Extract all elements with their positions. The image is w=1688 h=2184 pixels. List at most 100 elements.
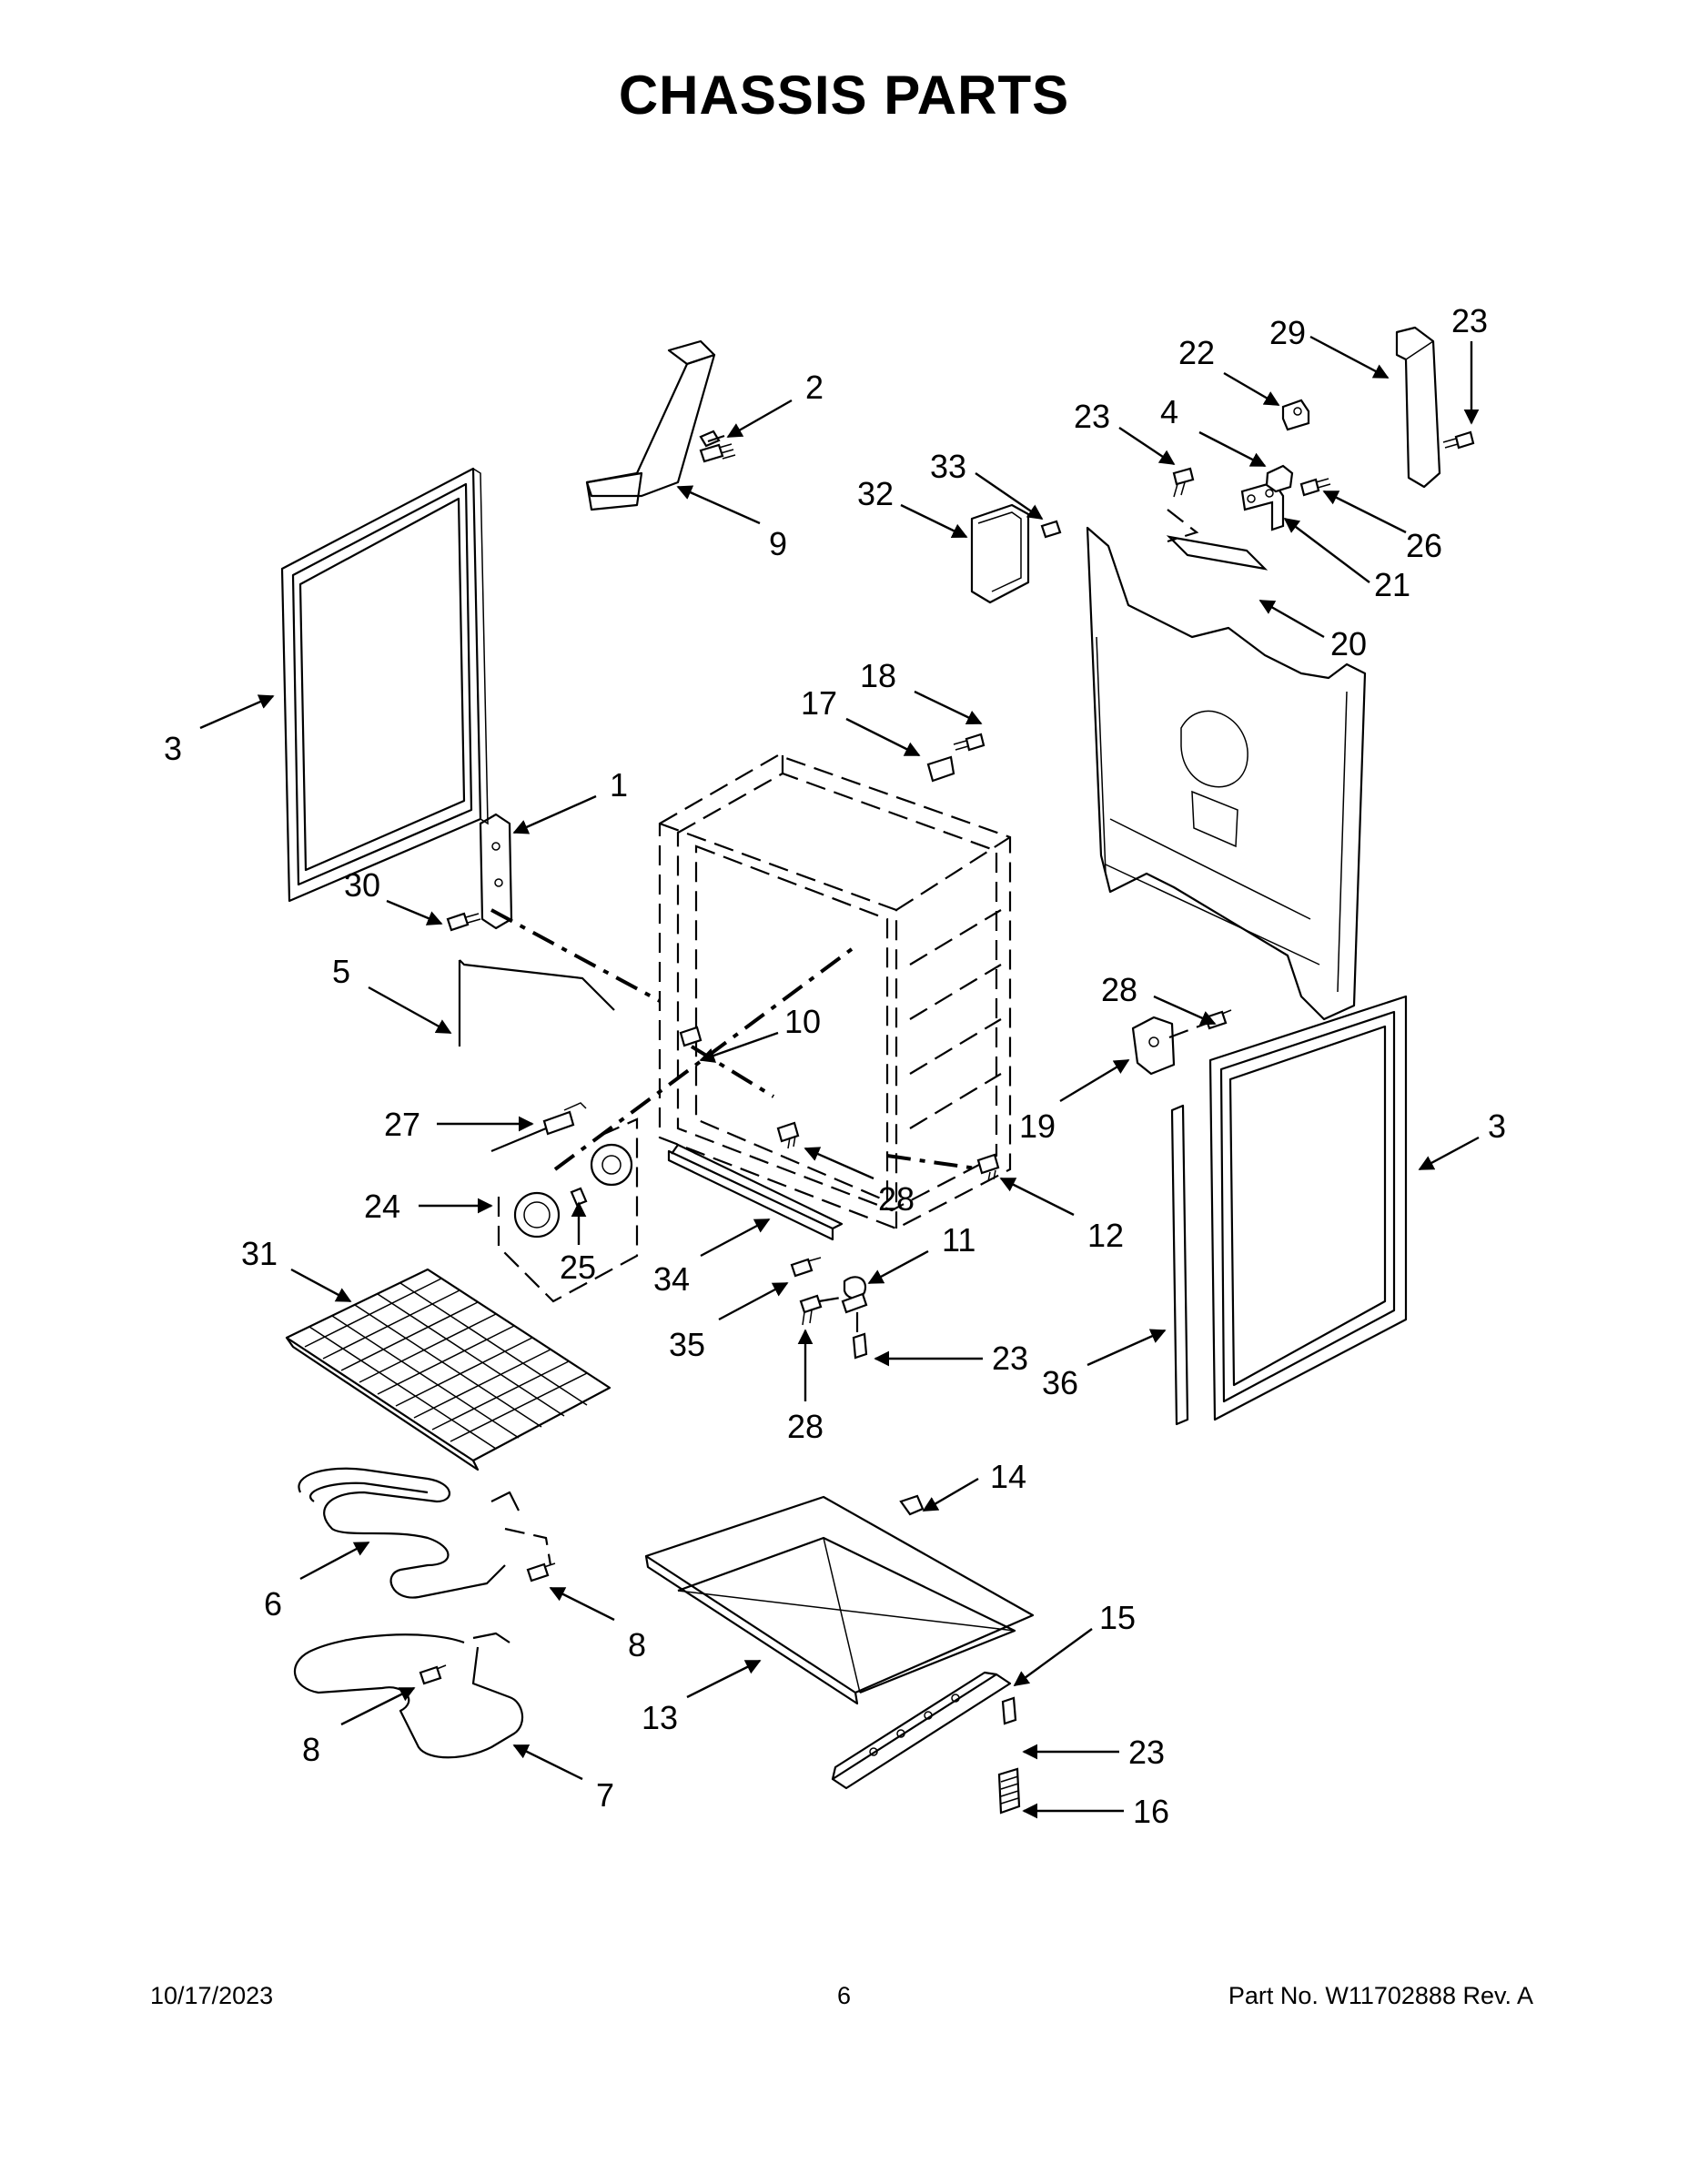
callout-17: 17 [801,684,921,757]
svg-text:36: 36 [1042,1364,1078,1401]
callout-15: 15 [1013,1599,1136,1686]
callout-28-lower: 28 [787,1329,824,1445]
screw-8-top-part [526,1562,556,1582]
oven-cavity-part [658,753,1012,1230]
svg-text:23: 23 [1451,302,1488,339]
screw-2-part [699,443,736,463]
callout-36: 36 [1042,1329,1167,1401]
screw-30-part [446,912,481,932]
svg-text:11: 11 [942,1221,975,1259]
bracket-32-part [970,503,1062,604]
callout-31: 31 [241,1235,352,1303]
callout-6: 6 [264,1541,370,1623]
svg-text:17: 17 [801,684,837,722]
callout-32: 32 [857,475,968,539]
screw-23-bottom-part [1001,1696,1017,1725]
svg-text:22: 22 [1178,334,1215,371]
svg-text:14: 14 [990,1458,1026,1495]
svg-text:12: 12 [1087,1217,1124,1254]
sensor-27-part [490,1102,587,1153]
footer-part-number: Part No. W11702888 Rev. A [1228,1982,1533,2009]
side-frame-left-part [280,467,489,903]
callout-1: 1 [512,766,628,834]
callout-4: 4 [1160,393,1267,468]
callout-23-mid: 23 [874,1340,1028,1377]
callout-29: 29 [1269,314,1390,379]
svg-text:21: 21 [1374,566,1410,603]
callout-33: 33 [930,448,1044,520]
screw-23-top-part [1442,430,1475,450]
svg-text:4: 4 [1160,393,1178,430]
svg-text:33: 33 [930,448,966,485]
svg-text:16: 16 [1133,1793,1169,1830]
screw-23-lower-part [852,1312,868,1360]
bracket-17-part [926,755,955,783]
screw-28-center-part [776,1121,800,1149]
callout-27: 27 [384,1106,534,1143]
knob-assembly-part [497,1117,639,1303]
bracket-19-part [1131,1016,1207,1076]
screw-35-part [790,1257,822,1278]
svg-text:8: 8 [628,1626,646,1663]
callout-20: 20 [1258,599,1367,662]
bracket-10-part [679,1026,775,1098]
broil-element-6-part [298,1467,552,1599]
callout-34: 34 [653,1218,771,1298]
bake-element-7-part [293,1632,524,1759]
callout-5: 5 [332,953,452,1035]
oven-rack-31-part [285,1268,612,1471]
svg-text:28: 28 [878,1180,915,1218]
svg-text:8: 8 [302,1731,320,1768]
svg-text:3: 3 [164,730,182,767]
side-frame-right-part [1208,995,1408,1421]
screw-12-part [976,1153,1000,1182]
bottom-panel-13-part [644,1495,1035,1705]
svg-text:10: 10 [784,1003,821,1040]
svg-text:2: 2 [805,369,824,406]
screw-26-part [1299,478,1331,497]
trim-36-part [1170,1104,1189,1426]
callout-25: 25 [560,1201,596,1286]
svg-text:30: 30 [344,866,380,904]
page-title: CHASSIS PARTS [618,65,1070,126]
back-panel-part [1086,509,1367,1021]
svg-text:15: 15 [1099,1599,1136,1636]
callout-35: 35 [669,1281,789,1363]
nut-4-part [1265,464,1294,493]
svg-text:29: 29 [1269,314,1306,351]
callout-22: 22 [1178,334,1280,407]
svg-text:23: 23 [1074,398,1110,435]
svg-text:32: 32 [857,475,894,512]
anchor-11-part [818,1276,868,1314]
glass-5-part [458,959,615,1046]
svg-text:6: 6 [264,1585,282,1623]
leveling-foot-16-part [997,1767,1021,1815]
svg-text:19: 19 [1019,1107,1056,1145]
callout-12: 12 [999,1177,1124,1254]
svg-text:9: 9 [769,525,787,562]
svg-text:18: 18 [860,657,896,694]
svg-text:35: 35 [669,1326,705,1363]
callout-23-bottom: 23 [1022,1734,1165,1771]
svg-text:23: 23 [992,1340,1028,1377]
callout-8-bottom: 8 [302,1686,416,1768]
bracket-15-part [831,1671,1012,1790]
callout-11: 11 [867,1221,975,1285]
callout-23-top-left: 23 [1074,398,1176,465]
callout-7: 7 [512,1744,614,1814]
panel-29-part [1395,326,1441,489]
callout-23-top-right: 23 [1451,302,1488,425]
callout-8-top: 8 [549,1586,646,1663]
alignment-line-right [886,1154,984,1171]
callout-21: 21 [1283,517,1410,603]
callout-14: 14 [922,1458,1026,1512]
callout-28-center: 28 [804,1147,915,1218]
callout-3-left: 3 [164,694,275,767]
svg-text:7: 7 [596,1776,614,1814]
callout-30: 30 [344,866,443,925]
callout-19: 19 [1019,1058,1130,1145]
callout-18: 18 [860,657,983,725]
clip-22-part [1281,399,1310,431]
alignment-line-center [553,945,857,1171]
